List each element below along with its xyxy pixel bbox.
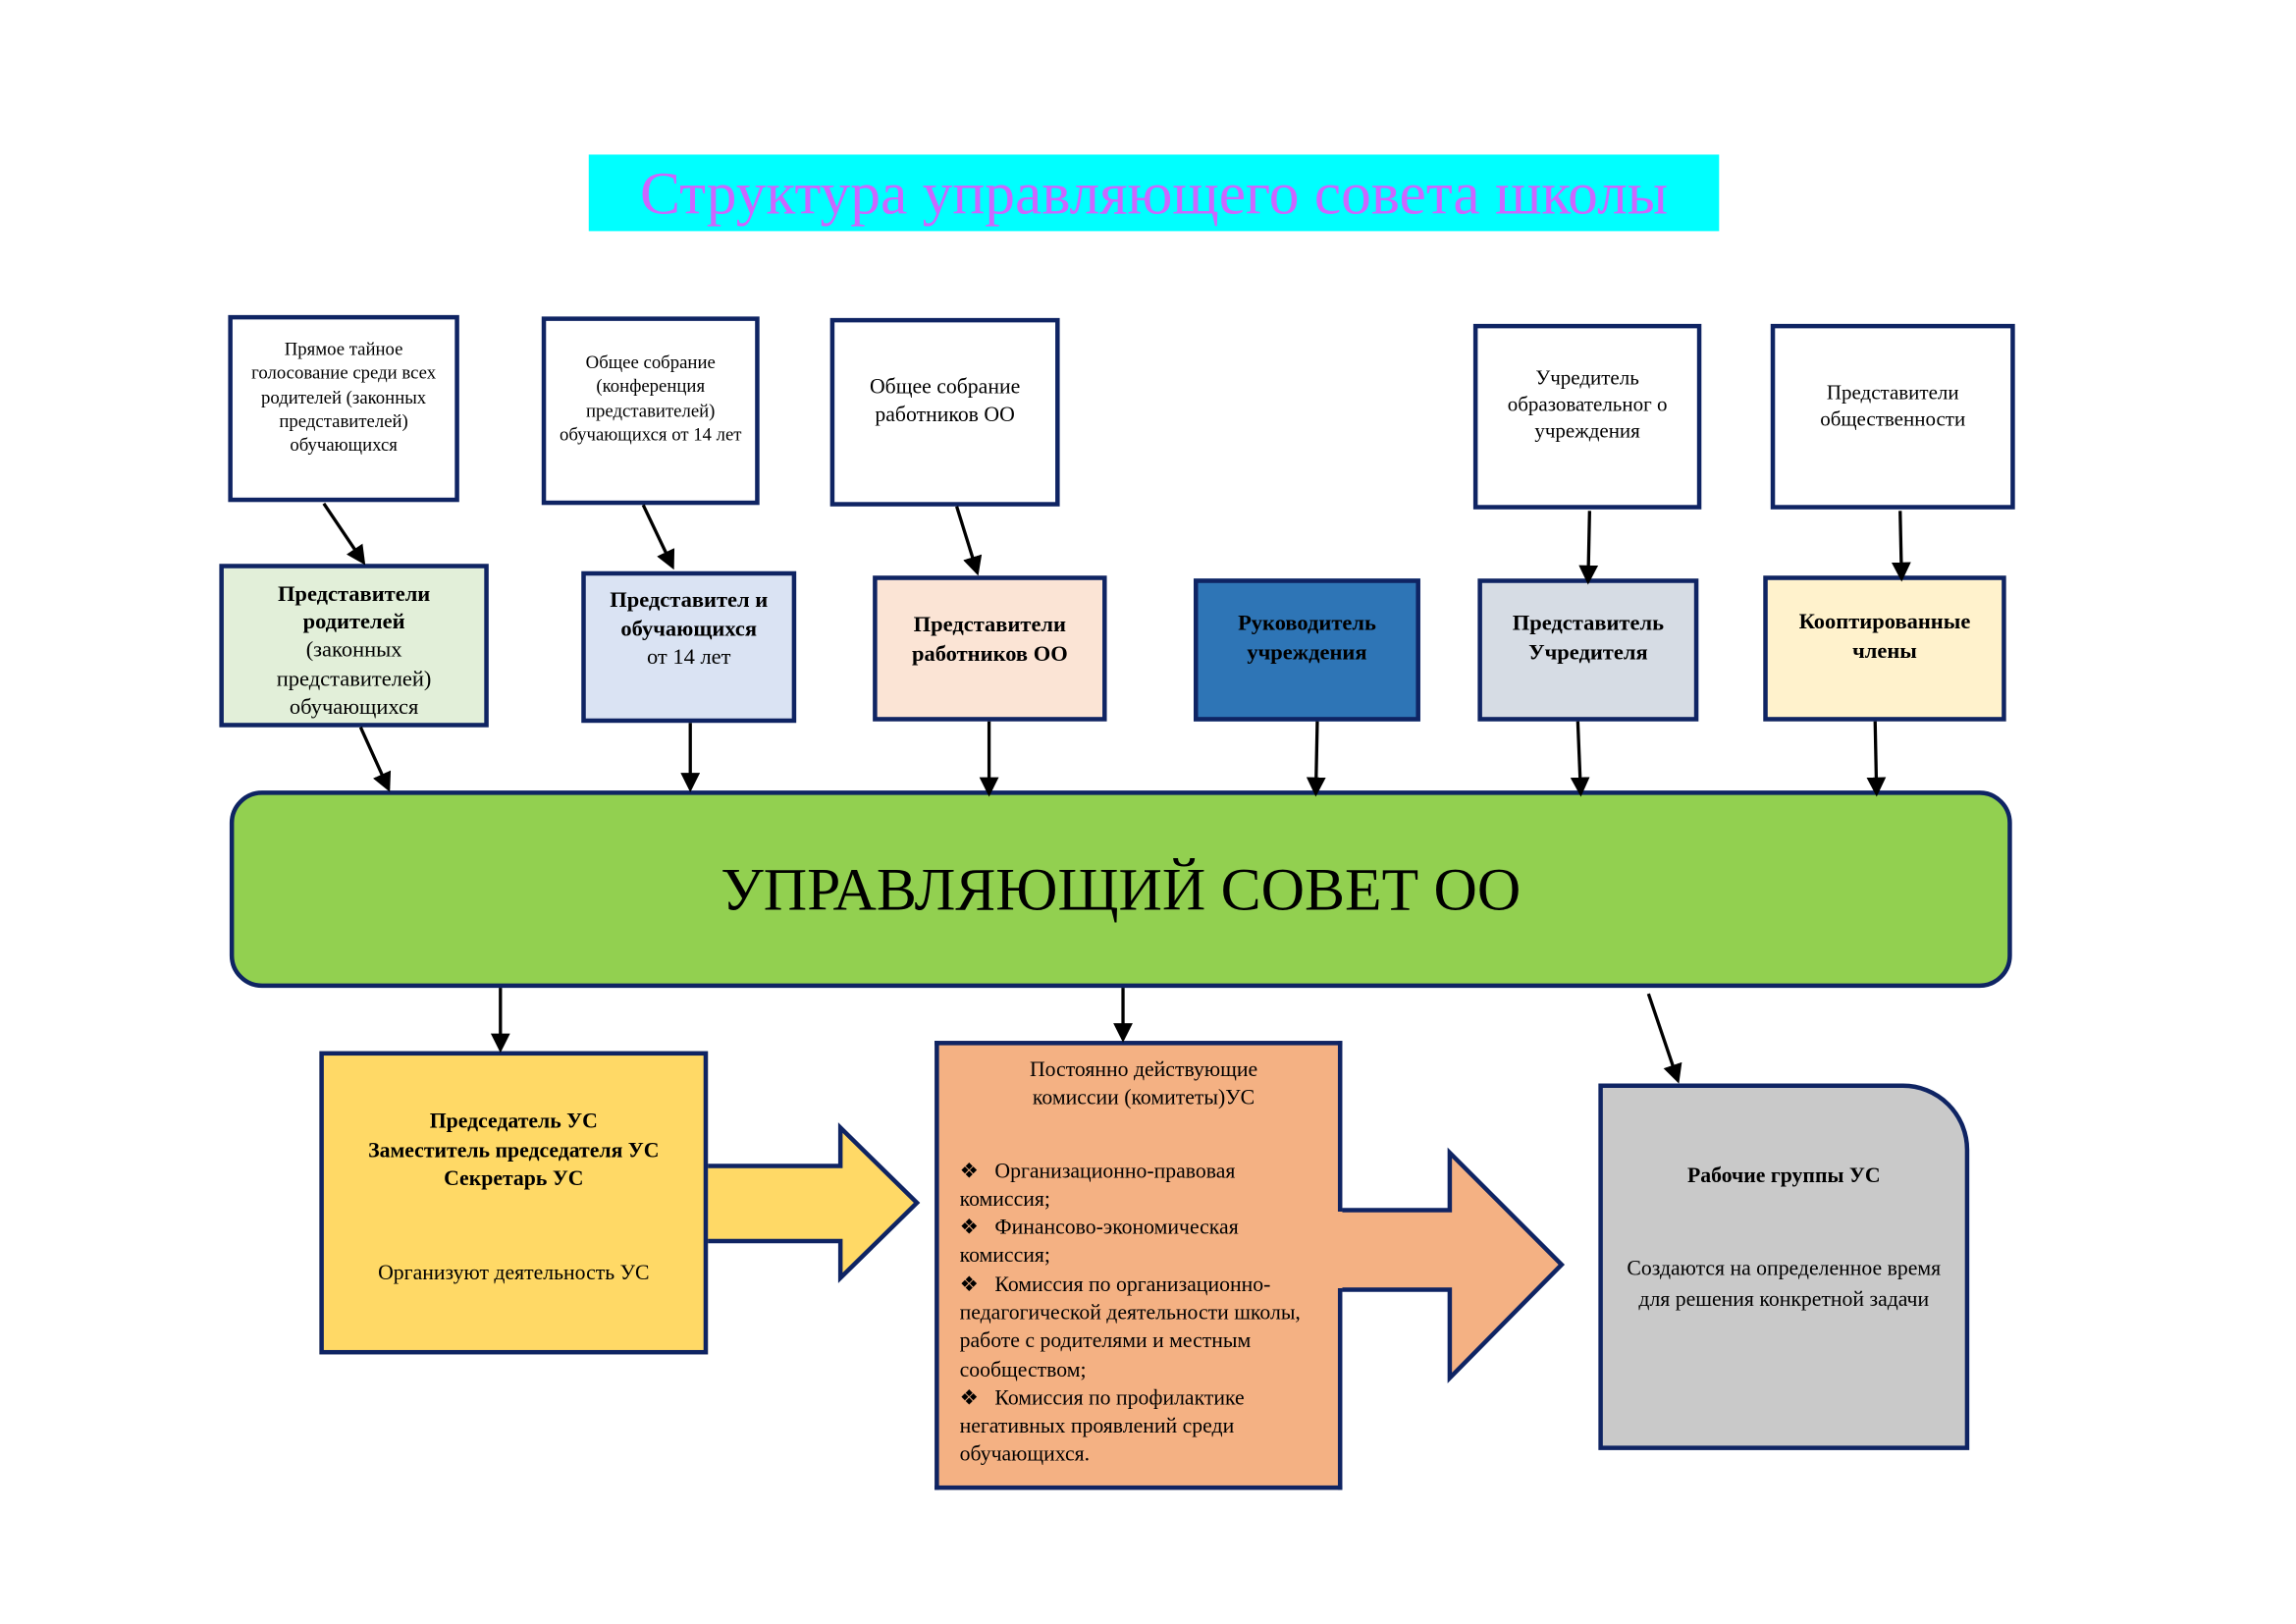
source-staff-meeting: Общее собрание работников ОО (829, 317, 1060, 507)
arrow-leadership-to-committees (689, 1122, 921, 1283)
source-text: Общее собрание (конференция представител… (559, 352, 742, 445)
working-groups-box: Рабочие группы УС Создаются на определен… (1598, 1083, 1970, 1450)
committee-item: ❖ Комиссия по организационно-педагогичес… (959, 1272, 1301, 1382)
role-deputy: Заместитель председателя УС (368, 1138, 660, 1163)
source-public: Представители общественности (1770, 323, 2015, 510)
committees-heading: Постоянно действующие комиссии (комитеты… (1029, 1058, 1258, 1110)
committees-box: Постоянно действующие комиссии (комитеты… (934, 1041, 1343, 1490)
role-chair: Председатель УС (429, 1110, 598, 1134)
working-groups-heading: Рабочие группы УС (1686, 1164, 1881, 1189)
arrow-committees-to-groups (1322, 1147, 1566, 1383)
bullet-icon: ❖ (959, 1386, 980, 1411)
member-label: Представител и обучающихся (610, 588, 769, 641)
member-label: Представитель Учредителя (1512, 612, 1664, 665)
council-label: УПРАВЛЯЮЩИЙ СОВЕТ ОО (721, 855, 1522, 924)
member-parents: Представители родителей (законных предст… (219, 564, 489, 728)
source-text: Учредитель образовательног о учреждения (1507, 367, 1668, 444)
member-label: Представители родителей (277, 582, 431, 635)
leadership-box: Председатель УС Заместитель председателя… (319, 1051, 709, 1355)
bullet-icon: ❖ (959, 1159, 980, 1183)
governing-council: УПРАВЛЯЮЩИЙ СОВЕТ ОО (229, 790, 2012, 989)
member-label: Руководитель учреждения (1238, 612, 1376, 665)
member-label: Кооптированные члены (1798, 611, 1971, 664)
source-text: Прямое тайное голосование среди всех род… (251, 338, 437, 456)
member-coopted: Кооптированные члены (1763, 575, 2006, 722)
source-text: Представители общественности (1820, 382, 1966, 432)
source-parents-vote: Прямое тайное голосование среди всех род… (228, 314, 459, 503)
committee-item: ❖ Организационно-правовая комиссия; (959, 1159, 1236, 1212)
working-groups-description: Создаются на определенное время для реше… (1627, 1257, 1942, 1313)
bullet-icon: ❖ (959, 1272, 980, 1297)
member-students: Представител и обучающихся от 14 лет (581, 570, 797, 724)
member-founder: Представитель Учредителя (1477, 578, 1699, 722)
page-title: Структура управляющего совета школы (588, 154, 1720, 232)
role-secretary: Секретарь УС (444, 1167, 584, 1192)
committees-list: ❖ Организационно-правовая комиссия; ❖ Фи… (960, 1158, 1328, 1470)
member-sublabel: от 14 лет (646, 646, 731, 671)
committee-item: ❖ Комиссия по профилактике негативных пр… (959, 1386, 1245, 1467)
member-workers: Представители работников ОО (873, 575, 1107, 722)
source-text: Общее собрание работников ОО (869, 375, 1021, 427)
leadership-description: Организуют деятельность УС (378, 1261, 650, 1285)
source-student-conference: Общее собрание (конференция представител… (541, 316, 760, 506)
member-label: Представители работников ОО (911, 614, 1068, 667)
committee-item: ❖ Финансово-экономическая комиссия; (959, 1216, 1239, 1269)
member-sublabel: (законных представителей) обучающихся (276, 639, 432, 720)
bullet-icon: ❖ (959, 1216, 980, 1240)
source-founder: Учредитель образовательног о учреждения (1472, 323, 1702, 510)
member-director: Руководитель учреждения (1194, 578, 1420, 722)
